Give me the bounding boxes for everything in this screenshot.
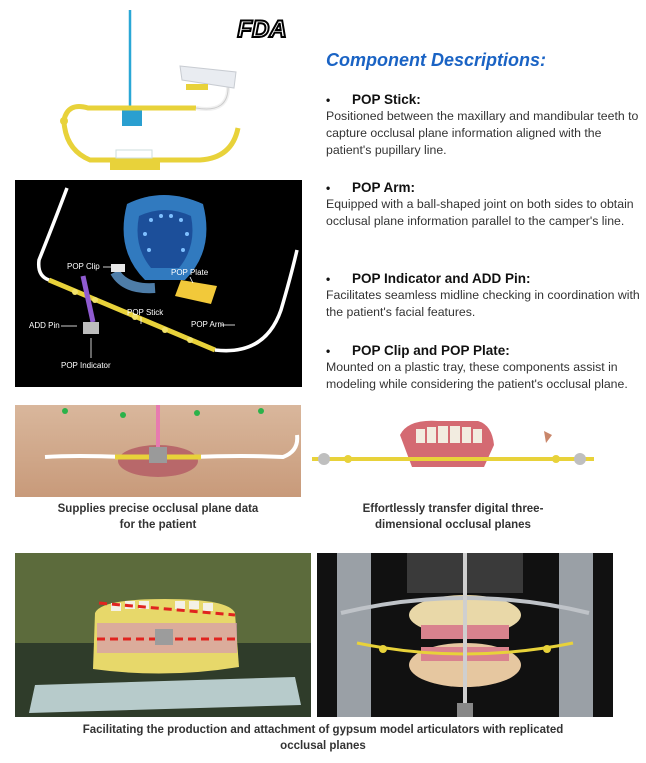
label-pop-stick: POP Stick [127,308,164,317]
item-body: Equipped with a ball-shaped joint on bot… [326,197,634,228]
item-name: POP Stick: [352,92,421,107]
label-pop-clip: POP Clip [67,262,100,271]
label-pop-arm: POP Arm [191,320,225,329]
device-render-image [60,10,250,178]
item-name: POP Indicator and ADD Pin: [352,271,531,286]
gypsum-model-photo [15,553,311,717]
description-pop-stick: • POP Stick: Positioned between the maxil… [326,92,642,159]
bullet-icon: • [326,271,331,286]
bullet-icon: • [326,343,331,358]
label-pop-indicator: POP Indicator [61,361,111,370]
item-name: POP Clip and POP Plate: [352,343,510,358]
articulator-photo [317,553,613,717]
item-body: Facilitates seamless midline checking in… [326,288,640,319]
face-photo [15,405,301,497]
caption-digital: Effortlessly transfer digital three- dim… [362,503,544,531]
digital-model-image [308,405,598,495]
caption-articulator: Facilitating the production and attachme… [82,724,564,752]
item-body: Mounted on a plastic tray, these compone… [326,360,628,391]
description-pop-clip-plate: • POP Clip and POP Plate: Mounted on a pl… [326,343,642,393]
item-body: Positioned between the maxillary and man… [326,109,639,157]
caption-face: Supplies precise occlusal plane data for… [57,503,259,531]
exploded-diagram: POP Clip POP Plate POP Stick POP Arm ADD… [15,180,302,387]
item-name: POP Arm: [352,180,416,195]
description-pop-arm: • POP Arm: Equipped with a ball-shaped jo… [326,180,642,230]
fda-logo-icon: FDA [236,15,287,42]
component-descriptions-title: Component Descriptions: [326,50,547,70]
fda-logo: FDA [232,14,292,42]
label-pop-plate: POP Plate [171,268,209,277]
bullet-icon: • [326,92,331,107]
label-add-pin: ADD Pin [29,321,60,330]
bullet-icon: • [326,180,331,195]
fda-logo-text: FDA [237,16,286,42]
description-pop-indicator-add-pin: • POP Indicator and ADD Pin: Facilitates … [326,271,642,321]
